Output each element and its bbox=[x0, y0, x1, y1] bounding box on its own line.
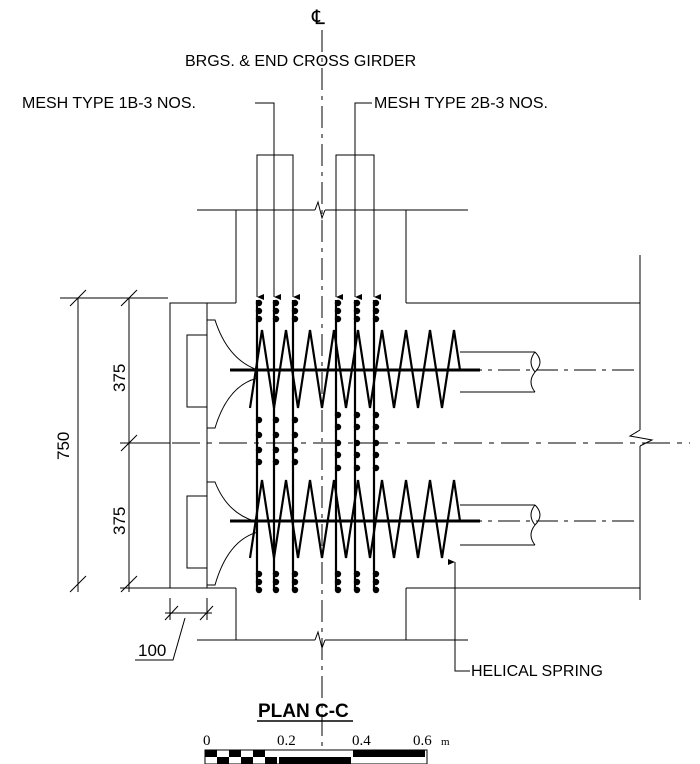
rebar-dot bbox=[255, 586, 263, 594]
rebar-dot bbox=[334, 307, 342, 315]
rebar-dot bbox=[334, 423, 342, 431]
mesh-2b-leader: MESH TYPE 2B-3 NOS. bbox=[354, 95, 548, 300]
rebar-dot bbox=[372, 570, 380, 578]
rebar-dot bbox=[353, 578, 361, 586]
rebar-dot bbox=[255, 446, 263, 454]
rebar-dot bbox=[353, 451, 361, 459]
rebar-dot bbox=[372, 439, 380, 447]
helical-spring-lower bbox=[248, 479, 462, 559]
rebar-dot bbox=[272, 446, 280, 454]
rebar-dot bbox=[353, 315, 361, 323]
helical-spring-upper bbox=[248, 329, 462, 409]
drawing-title: PLAN C-C bbox=[258, 701, 349, 722]
rebar-dot bbox=[291, 446, 299, 454]
rebar-dot bbox=[372, 586, 380, 594]
rebar-dot bbox=[272, 307, 280, 315]
rebar-dot bbox=[353, 307, 361, 315]
rebar-dot bbox=[272, 315, 280, 323]
helical-spring-leader: HELICAL SPRING bbox=[448, 559, 603, 680]
cable-ducts bbox=[460, 351, 638, 546]
rebar-dot bbox=[272, 416, 280, 424]
rebar-dot bbox=[372, 307, 380, 315]
rebar-dot bbox=[272, 570, 280, 578]
rebar-dot bbox=[334, 578, 342, 586]
centerline: ℄ bbox=[311, 7, 325, 764]
scale-tick-0: 0 bbox=[203, 733, 211, 749]
top-girder bbox=[197, 200, 640, 304]
rebar-dot bbox=[372, 451, 380, 459]
rebar-dot bbox=[291, 586, 299, 594]
rebar-dot bbox=[255, 431, 263, 439]
rebar-dot bbox=[353, 464, 361, 472]
rebar-dot bbox=[255, 299, 263, 307]
rebar-dot bbox=[291, 570, 299, 578]
right-break bbox=[628, 255, 654, 600]
rebar-dot bbox=[334, 439, 342, 447]
rebar-dot bbox=[334, 586, 342, 594]
rebar-dot bbox=[353, 586, 361, 594]
dimension-100 bbox=[135, 598, 214, 661]
rebar-dot bbox=[372, 464, 380, 472]
end-block bbox=[169, 302, 259, 589]
rebar-dot bbox=[291, 416, 299, 424]
rebar-dot bbox=[255, 416, 263, 424]
rebar-dot bbox=[334, 464, 342, 472]
dim-375-lower-label: 375 bbox=[110, 507, 129, 535]
rebar-dot bbox=[272, 578, 280, 586]
dimension-750 bbox=[60, 289, 168, 593]
rebar-dot bbox=[353, 411, 361, 419]
label-mesh-type-1b: MESH TYPE 1B-3 NOS. bbox=[22, 95, 196, 112]
rebar-dot bbox=[272, 299, 280, 307]
scale-tick-0.2: 0.2 bbox=[277, 733, 296, 749]
dim-750-label: 750 bbox=[54, 432, 73, 460]
rebar-dot bbox=[372, 423, 380, 431]
rebar-dot bbox=[334, 315, 342, 323]
rebar-dot bbox=[334, 451, 342, 459]
rebar-dot bbox=[272, 586, 280, 594]
rebar-dot bbox=[372, 299, 380, 307]
rebar-dot bbox=[353, 439, 361, 447]
rebar-dot bbox=[334, 570, 342, 578]
rebar-dot bbox=[372, 315, 380, 323]
rebar-dot bbox=[353, 299, 361, 307]
scale-tick-0.6: 0.6 bbox=[413, 733, 432, 749]
rebar-dot bbox=[291, 307, 299, 315]
rebar-dot bbox=[334, 299, 342, 307]
label-helical-spring: HELICAL SPRING bbox=[471, 663, 603, 680]
bottom-girder bbox=[197, 587, 640, 650]
centerline-symbol: ℄ bbox=[311, 7, 325, 29]
dimension-375 bbox=[120, 289, 170, 593]
mesh-2b-bars bbox=[335, 154, 381, 300]
scale-unit: m bbox=[441, 736, 450, 748]
scale-bar: 0 0.2 0.4 0.6 m bbox=[203, 733, 450, 764]
rebar-dot bbox=[272, 431, 280, 439]
rebar-dot bbox=[291, 315, 299, 323]
label-brgs-end-cross-girder: BRGS. & END CROSS GIRDER bbox=[185, 53, 416, 70]
mesh-1b-bars bbox=[256, 154, 300, 300]
rebar-dot bbox=[255, 578, 263, 586]
label-mesh-type-2b: MESH TYPE 2B-3 NOS. bbox=[374, 95, 548, 112]
rebar-dot bbox=[291, 578, 299, 586]
rebar-dot bbox=[291, 431, 299, 439]
dim-100-label: 100 bbox=[138, 641, 166, 660]
rebar-dot bbox=[255, 570, 263, 578]
rebar-dot bbox=[372, 578, 380, 586]
rebar-dot bbox=[353, 423, 361, 431]
rebar-dot bbox=[334, 411, 342, 419]
rebar-dots bbox=[255, 299, 380, 594]
rebar-dot bbox=[255, 458, 263, 466]
rebar-dot bbox=[291, 458, 299, 466]
dim-375-upper-label: 375 bbox=[110, 364, 129, 392]
rebar-dot bbox=[291, 299, 299, 307]
rebar-dot bbox=[272, 458, 280, 466]
mesh-1b-leader: MESH TYPE 1B-3 NOS. bbox=[22, 95, 281, 300]
rebar-dot bbox=[255, 315, 263, 323]
rebar-dot bbox=[372, 411, 380, 419]
scale-tick-0.4: 0.4 bbox=[352, 733, 371, 749]
rebar-dot bbox=[255, 307, 263, 315]
rebar-dot bbox=[353, 570, 361, 578]
